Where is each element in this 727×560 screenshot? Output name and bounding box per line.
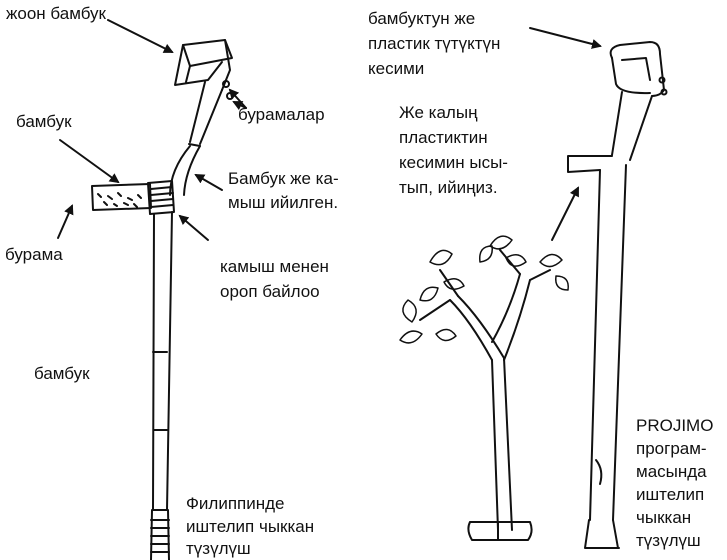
- tree-base: [468, 522, 531, 540]
- arrow-pipe: [530, 28, 600, 46]
- arrow-bamboo: [60, 140, 118, 182]
- label-projimo-5: чыккан: [636, 507, 691, 529]
- arm-cuff: [175, 40, 233, 99]
- arrow-bend-plastic: [552, 188, 578, 240]
- foot: [585, 520, 619, 548]
- label-philippines-3: түзүлүш: [186, 538, 251, 560]
- hand-branch: [568, 156, 612, 172]
- label-thick-bamboo: жоон бамбук: [6, 3, 106, 25]
- curved-shaft: [170, 146, 200, 195]
- arrow-binding: [180, 216, 208, 240]
- label-screw: бурама: [5, 244, 63, 266]
- label-screws: бурамалар: [238, 104, 325, 126]
- label-bamboo-or-cane-1: Бамбук же ка-: [228, 168, 339, 190]
- tree-branch: [400, 236, 568, 540]
- label-heat-bend-4: тып, ийиңиз.: [399, 177, 498, 199]
- label-heat-bend-2: пластиктин: [399, 127, 488, 149]
- pipe-cuff: [611, 42, 667, 96]
- label-philippines-1: Филиппинде: [186, 493, 285, 515]
- node-line: [153, 352, 167, 430]
- label-bamboo-lower: бамбук: [34, 363, 90, 385]
- label-heat-bend-1: Же калың: [399, 102, 477, 124]
- hand-grip: [92, 184, 151, 210]
- left-limb: [450, 296, 504, 360]
- label-pipe-section-3: кесими: [368, 58, 424, 80]
- label-projimo-4: иштелип: [636, 484, 704, 506]
- label-projimo-1: PROJIMO: [636, 415, 713, 437]
- trunk: [492, 358, 512, 530]
- label-pipe-section-2: пластик түтүктүн: [368, 33, 500, 55]
- arrow-bent: [196, 175, 222, 190]
- label-bamboo: бамбук: [16, 111, 72, 133]
- label-projimo-3: масында: [636, 461, 707, 483]
- arrow-screw: [58, 206, 72, 238]
- main-shaft: [590, 165, 626, 520]
- label-cane-binding-2: ороп байлоо: [220, 281, 320, 303]
- philippine-crutch: [92, 40, 233, 560]
- label-cane-binding-1: камыш менен: [220, 256, 329, 278]
- knot: [596, 460, 601, 484]
- label-projimo-2: програм-: [636, 438, 707, 460]
- label-heat-bend-3: кесимин ысы-: [399, 152, 508, 174]
- upper-shaft: [612, 92, 652, 160]
- arrow-thick-bamboo: [108, 20, 172, 52]
- rubber-tip: [151, 510, 169, 560]
- label-bamboo-or-cane-2: мыш ийилген.: [228, 192, 338, 214]
- upper-shaft: [190, 82, 222, 144]
- label-projimo-6: түзүлүш: [636, 530, 701, 552]
- lower-shaft: [153, 212, 172, 510]
- label-pipe-section-1: бамбуктун же: [368, 8, 475, 30]
- label-philippines-2: иштелип чыккан: [186, 516, 314, 538]
